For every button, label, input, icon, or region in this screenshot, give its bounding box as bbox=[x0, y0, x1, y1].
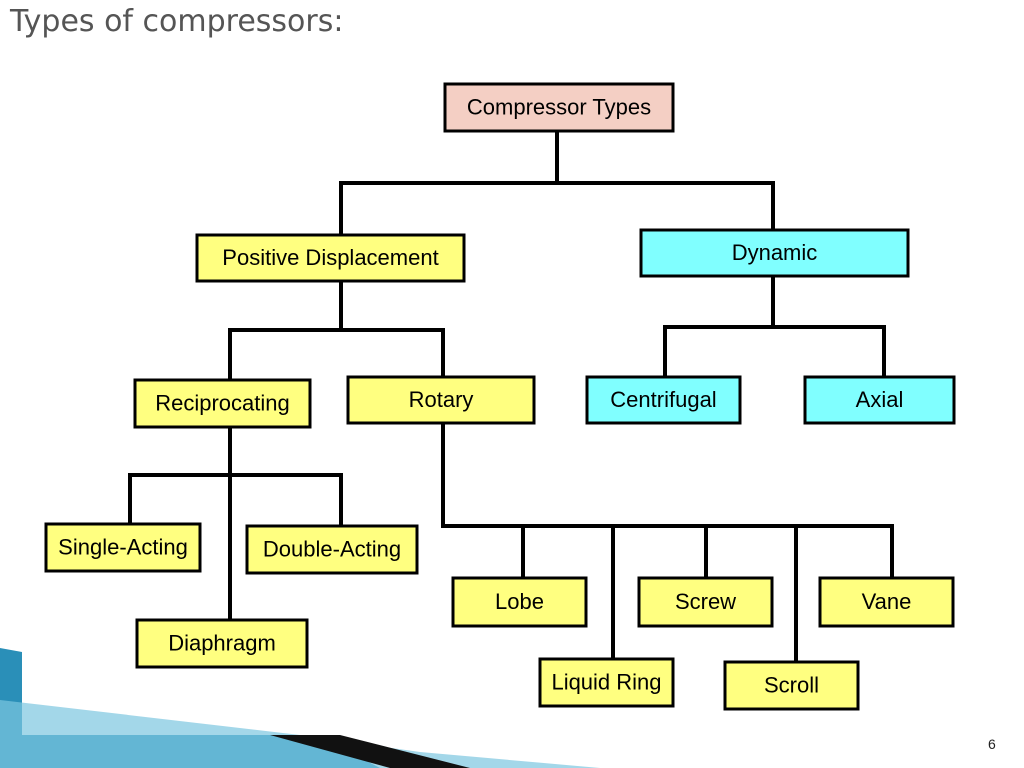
slide-title: Types of compressors: bbox=[10, 4, 344, 39]
node-lobe-label: Lobe bbox=[495, 589, 544, 614]
node-reciprocating-label: Reciprocating bbox=[155, 390, 290, 415]
node-vane-label: Vane bbox=[862, 589, 912, 614]
node-scroll: Scroll bbox=[723, 660, 860, 711]
node-screw: Screw bbox=[637, 576, 774, 628]
node-liquid: Liquid Ring bbox=[538, 657, 675, 708]
deco-light-wave bbox=[0, 700, 600, 768]
node-diaphragm-box bbox=[135, 618, 309, 669]
node-positive-label: Positive Displacement bbox=[222, 245, 438, 270]
node-lobe: Lobe bbox=[451, 576, 588, 628]
node-scroll-box bbox=[723, 660, 860, 711]
node-dynamic-box bbox=[639, 228, 910, 278]
node-root-box bbox=[443, 82, 675, 133]
node-dynamic-label: Dynamic bbox=[732, 240, 818, 265]
node-scroll-label: Scroll bbox=[764, 672, 819, 697]
node-double-box bbox=[245, 524, 419, 575]
node-dynamic: Dynamic bbox=[639, 228, 910, 278]
node-lobe-box bbox=[451, 576, 588, 628]
node-reciprocating-box bbox=[133, 378, 312, 429]
node-root-label: Compressor Types bbox=[467, 94, 651, 119]
node-rotary-box bbox=[346, 375, 536, 425]
node-liquid-label: Liquid Ring bbox=[551, 669, 661, 694]
node-axial-box bbox=[803, 375, 956, 425]
node-positive-box bbox=[195, 233, 466, 283]
node-vane: Vane bbox=[818, 576, 955, 628]
deco-dark-wave bbox=[270, 735, 470, 768]
node-rotary-label: Rotary bbox=[409, 387, 474, 412]
node-axial-label: Axial bbox=[856, 387, 904, 412]
node-centrifugal-box bbox=[585, 375, 742, 425]
slide-decoration bbox=[0, 648, 600, 768]
node-root: Compressor Types bbox=[443, 82, 675, 133]
node-reciprocating: Reciprocating bbox=[133, 378, 312, 429]
node-double-label: Double-Acting bbox=[263, 536, 401, 561]
node-axial: Axial bbox=[803, 375, 956, 425]
node-double: Double-Acting bbox=[245, 524, 419, 575]
node-screw-box bbox=[637, 576, 774, 628]
node-screw-label: Screw bbox=[675, 589, 736, 614]
node-centrifugal: Centrifugal bbox=[585, 375, 742, 425]
node-diaphragm: Diaphragm bbox=[135, 618, 309, 669]
node-single-box bbox=[44, 522, 202, 573]
node-single: Single-Acting bbox=[44, 522, 202, 573]
page-number: 6 bbox=[988, 736, 996, 752]
connector-lines bbox=[128, 129, 894, 664]
node-vane-box bbox=[818, 576, 955, 628]
node-rotary: Rotary bbox=[346, 375, 536, 425]
node-diaphragm-label: Diaphragm bbox=[168, 630, 276, 655]
node-centrifugal-label: Centrifugal bbox=[610, 387, 716, 412]
node-single-label: Single-Acting bbox=[58, 534, 188, 559]
node-positive: Positive Displacement bbox=[195, 233, 466, 283]
node-liquid-box bbox=[538, 657, 675, 708]
